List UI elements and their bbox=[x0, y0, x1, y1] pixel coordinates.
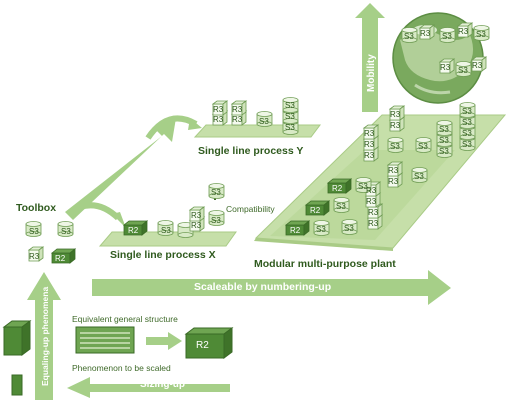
equivalent-structure-label: Equivalent general structure bbox=[72, 314, 178, 324]
module-label: R3 bbox=[29, 252, 40, 261]
module-label: R3 bbox=[213, 105, 224, 114]
module-label: R3 bbox=[191, 221, 202, 230]
sizing-up-label: Sizing-up bbox=[140, 379, 185, 390]
module-label: S3 bbox=[442, 32, 452, 41]
module-label: R3 bbox=[213, 115, 224, 124]
module-label: S3 bbox=[439, 136, 449, 145]
module-label: R3 bbox=[232, 105, 243, 114]
equivalent-structure bbox=[75, 326, 234, 359]
phenomenon-label: Phenomenon to be scaled bbox=[72, 363, 171, 373]
module-label: R2 bbox=[332, 184, 343, 193]
module-label: R3 bbox=[388, 166, 399, 175]
module-label: R2 bbox=[55, 254, 66, 263]
universality-arrow bbox=[65, 118, 176, 220]
toolbox-to-x-arrowhead bbox=[112, 212, 126, 228]
module-label: S3 bbox=[29, 227, 39, 236]
module-label: S3 bbox=[462, 118, 472, 127]
module-label: S3 bbox=[390, 142, 400, 151]
module-label: R2 bbox=[290, 226, 301, 235]
module-label: S3 bbox=[336, 202, 346, 211]
numbering-up-label: Scaleable by numbering-up bbox=[194, 281, 332, 293]
mobility-arrow bbox=[355, 3, 385, 112]
equaling-up-arrow bbox=[27, 272, 61, 400]
sizing-up-arrow bbox=[67, 377, 230, 398]
module-label: S3 bbox=[462, 129, 472, 138]
module-label: R3 bbox=[364, 129, 375, 138]
module-label: S3 bbox=[358, 182, 368, 191]
mobility-label: Mobility bbox=[366, 54, 377, 92]
reactor-blocks bbox=[2, 320, 32, 396]
module-label: S3 bbox=[462, 107, 472, 116]
module-label: S3 bbox=[344, 224, 354, 233]
module-label: R3 bbox=[388, 177, 399, 186]
module-label: R3 bbox=[232, 115, 243, 124]
module-label: S3 bbox=[418, 142, 428, 151]
module-label: R3 bbox=[472, 61, 483, 70]
module-label: S3 bbox=[285, 123, 295, 132]
module-label: S3 bbox=[316, 225, 326, 234]
module-label: R3 bbox=[420, 29, 431, 38]
module-label: R3 bbox=[390, 110, 401, 119]
module-label: S3 bbox=[161, 226, 171, 235]
toolbox-title: Toolbox bbox=[16, 202, 57, 214]
module-label: S3 bbox=[211, 188, 221, 197]
module-label: R3 bbox=[364, 140, 375, 149]
equaling-up-label: Equaling-up phenomena bbox=[40, 287, 50, 386]
module-label: S3 bbox=[476, 30, 486, 39]
platform-y bbox=[193, 124, 321, 138]
module-label: R3 bbox=[368, 219, 379, 228]
module-label: R3 bbox=[390, 121, 401, 130]
module-label: S3 bbox=[414, 172, 424, 181]
module-labels: S3 S3 R3 R2 R2 S3 R3 R3 S3 S3 R3 R3 R3 R… bbox=[29, 27, 486, 351]
module-label: S3 bbox=[404, 32, 414, 41]
module-label: R2 bbox=[128, 226, 139, 235]
equaling-up-line: Equaling-up phenomena bbox=[40, 287, 50, 386]
module-label: R3 bbox=[364, 151, 375, 160]
universality-label: Universality bbox=[112, 144, 166, 190]
module-label: S3 bbox=[211, 216, 221, 225]
module-label: R2 bbox=[310, 206, 321, 215]
module-label: S3 bbox=[462, 140, 472, 149]
module-label: S3 bbox=[259, 117, 269, 126]
modular-plant-label: Modular multi-purpose plant bbox=[254, 258, 396, 270]
module-label: S3 bbox=[285, 101, 295, 110]
module-label: R3 bbox=[368, 208, 379, 217]
module-label: S3 bbox=[439, 125, 449, 134]
universality-curve-head bbox=[188, 118, 202, 130]
module-label: S3 bbox=[439, 147, 449, 156]
module-label: R3 bbox=[458, 27, 469, 36]
module-label: R3 bbox=[191, 211, 202, 220]
platform-x bbox=[98, 231, 237, 247]
single-line-process-y-label: Single line process Y bbox=[198, 145, 304, 157]
module-label: R2 bbox=[196, 340, 209, 351]
module-label: S3 bbox=[285, 112, 295, 121]
module-label: R3 bbox=[366, 186, 377, 195]
compatibility-label: Compatibility bbox=[226, 204, 275, 214]
module-label: S3 bbox=[458, 66, 468, 75]
module-label: S3 bbox=[61, 227, 71, 236]
process-x-modules bbox=[123, 183, 225, 238]
numbering-up-arrow bbox=[92, 270, 451, 305]
module-label: R3 bbox=[440, 63, 451, 72]
module-label: R3 bbox=[366, 197, 377, 206]
single-line-process-x-label: Single line process X bbox=[110, 249, 216, 261]
